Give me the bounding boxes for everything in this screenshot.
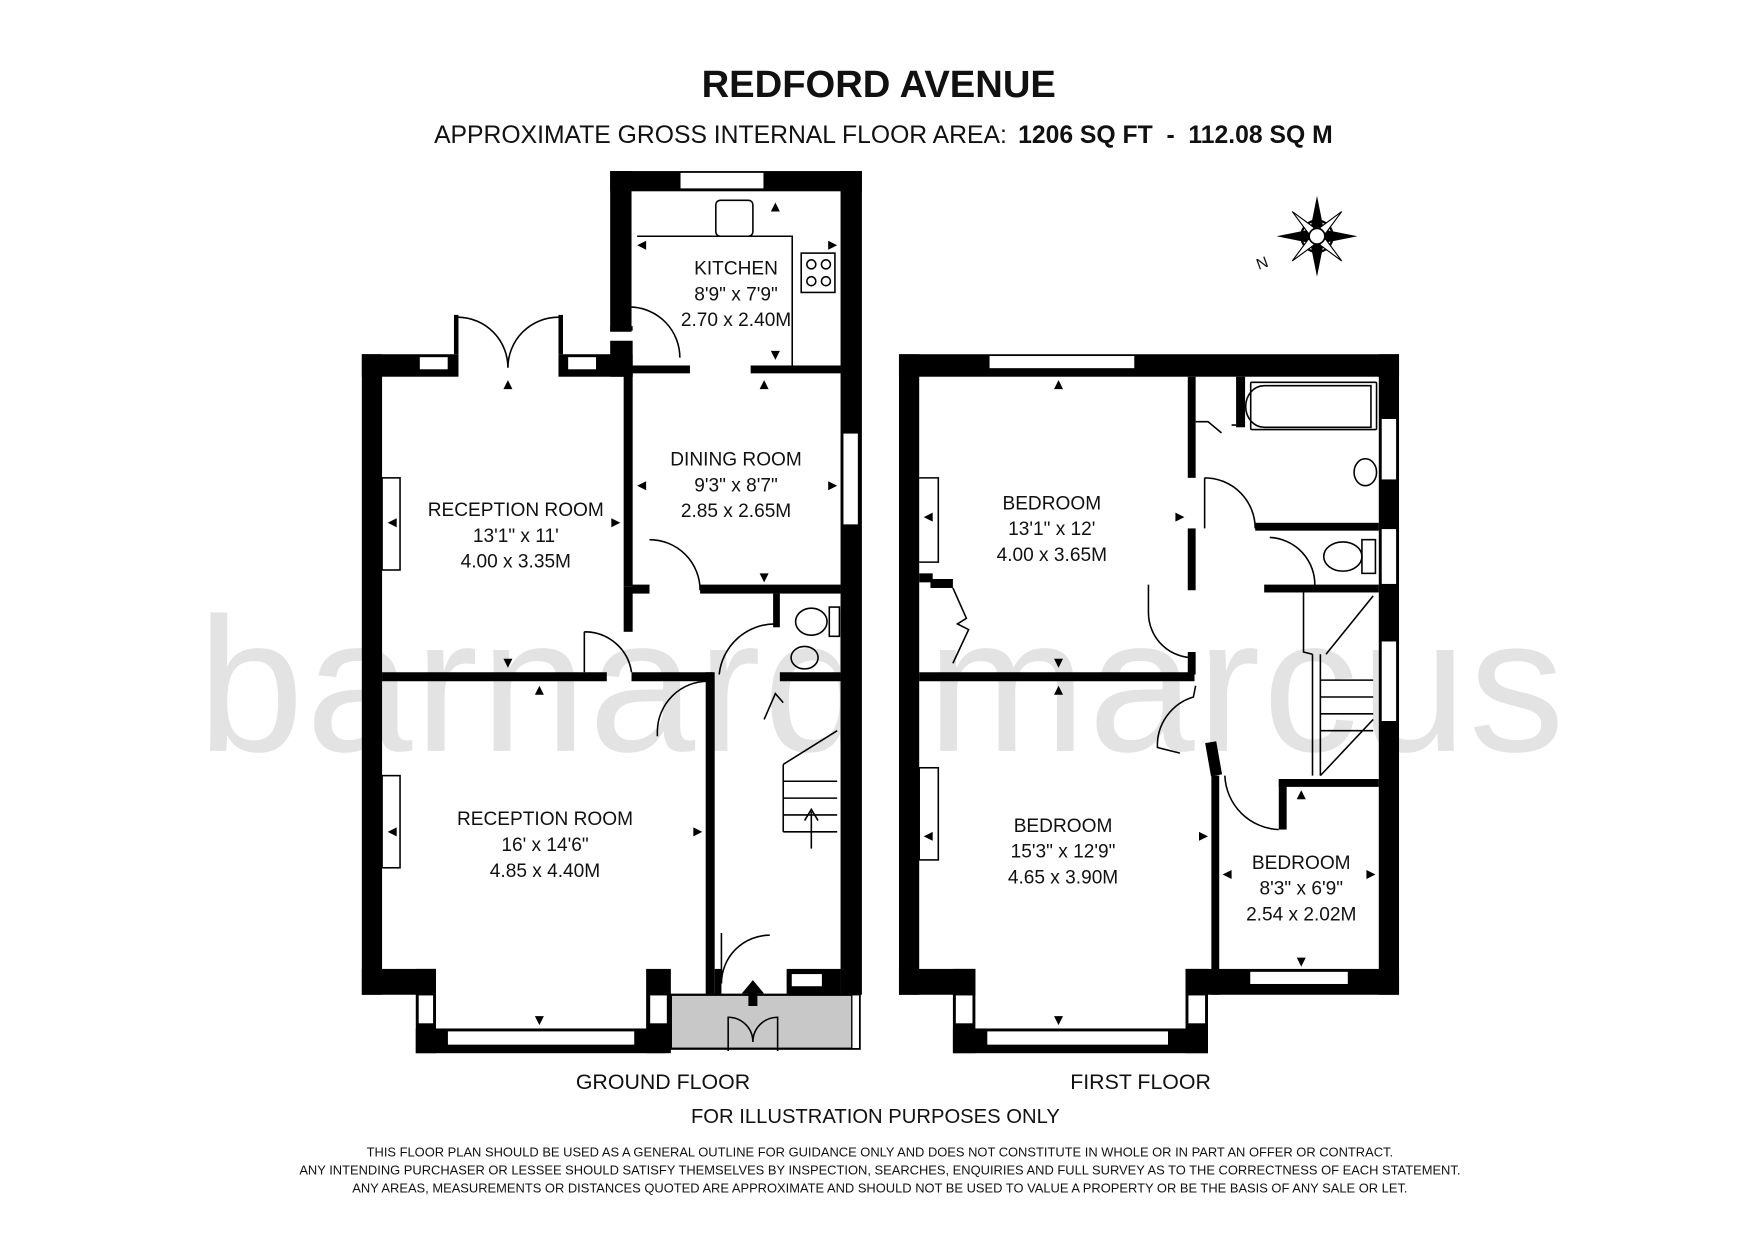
room-name: BEDROOM: [1252, 853, 1351, 874]
area-value: 1206 SQ FT - 112.08 SQ M: [1018, 122, 1333, 149]
room-size-imperial: 13'1" x 12': [1008, 519, 1095, 540]
room-size-metric: 2.85 x 2.65M: [681, 501, 791, 522]
room-size-imperial: 8'3" x 6'9": [1260, 879, 1343, 900]
room-name: RECEPTION ROOM: [457, 809, 633, 830]
disclaimer-line-2: ANY INTENDING PURCHASER OR LESSEE SHOULD…: [299, 1163, 1460, 1178]
page-title: REDFORD AVENUE: [702, 63, 1056, 106]
illustration-note: FOR ILLUSTRATION PURPOSES ONLY: [691, 1106, 1060, 1128]
disclaimer-line-3: ANY AREAS, MEASUREMENTS OR DISTANCES QUO…: [352, 1181, 1407, 1196]
room-bedroom-3: BEDROOM 8'3" x 6'9" 2.54 x 2.02M: [1246, 853, 1356, 926]
room-name: RECEPTION ROOM: [428, 500, 604, 521]
room-size-imperial: 8'9" x 7'9": [694, 284, 777, 305]
room-name: KITCHEN: [694, 258, 778, 279]
ground-floor-label: GROUND FLOOR: [576, 1070, 750, 1094]
room-name: DINING ROOM: [670, 449, 802, 470]
room-size-metric: 2.70 x 2.40M: [681, 310, 791, 331]
room-size-imperial: 16' x 14'6": [501, 835, 588, 856]
first-floor-plan: BEDROOM 13'1" x 12' 4.00 x 3.65M BEDROOM…: [898, 354, 1400, 1094]
area-label: APPROXIMATE GROSS INTERNAL FLOOR AREA:: [434, 122, 1007, 149]
first-floor-label: FIRST FLOOR: [1070, 1070, 1211, 1094]
room-size-imperial: 9'3" x 8'7": [694, 475, 777, 496]
room-reception-room-front: RECEPTION ROOM 16' x 14'6" 4.85 x 4.40M: [457, 809, 633, 882]
room-reception-room-rear: RECEPTION ROOM 13'1" x 11' 4.00 x 3.35M: [428, 500, 604, 573]
room-size-imperial: 13'1" x 11': [473, 526, 559, 547]
room-size-metric: 4.65 x 3.90M: [1008, 868, 1118, 889]
room-name: BEDROOM: [1002, 493, 1101, 514]
room-size-metric: 4.85 x 4.40M: [490, 861, 600, 882]
room-size-metric: 4.00 x 3.35M: [461, 552, 571, 573]
compass-north-label: N: [1254, 254, 1270, 274]
room-bedroom-1: BEDROOM 13'1" x 12' 4.00 x 3.65M: [997, 493, 1107, 566]
ground-floor-plan: KITCHEN 8'9" x 7'9" 2.70 x 2.40M DINING …: [361, 171, 862, 1094]
room-name: BEDROOM: [1014, 816, 1113, 837]
room-bedroom-2: BEDROOM 15'3" x 12'9" 4.65 x 3.90M: [1008, 816, 1118, 889]
room-size-metric: 4.00 x 3.65M: [997, 545, 1107, 566]
watermark: barnard marcus: [198, 579, 1567, 792]
room-size-metric: 2.54 x 2.02M: [1246, 905, 1356, 926]
room-dining-room: DINING ROOM 9'3" x 8'7" 2.85 x 2.65M: [670, 449, 802, 522]
room-size-imperial: 15'3" x 12'9": [1011, 842, 1116, 863]
disclaimer-line-1: THIS FLOOR PLAN SHOULD BE USED AS A GENE…: [367, 1145, 1393, 1160]
compass-icon: N: [1254, 195, 1358, 277]
room-kitchen: KITCHEN 8'9" x 7'9" 2.70 x 2.40M: [681, 258, 791, 331]
